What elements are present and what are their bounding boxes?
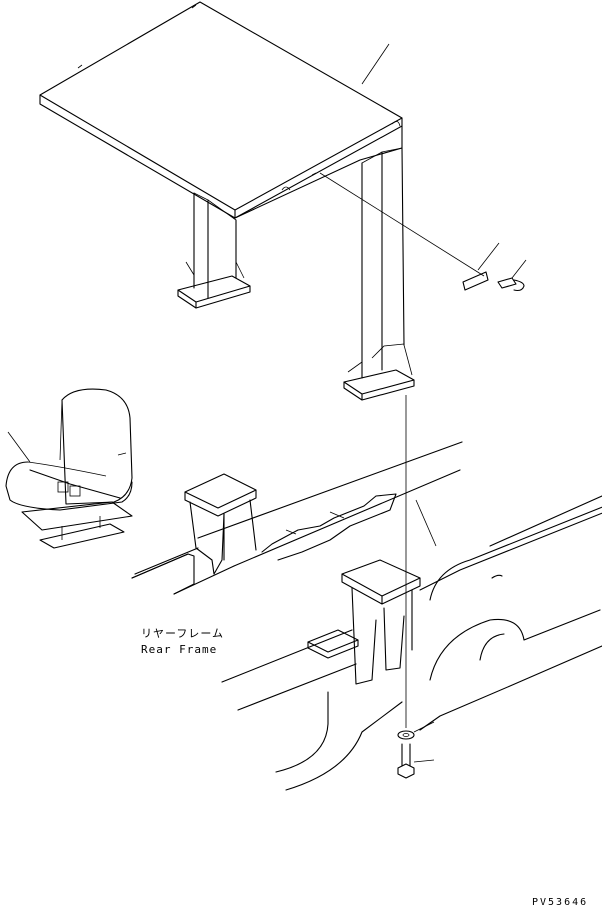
bolt-icon [397, 743, 435, 779]
rear-frame-label-en: Rear Frame [141, 643, 218, 656]
drawing-code: PV53646 [532, 897, 589, 908]
canopy-icon [39, 1, 415, 401]
rear-frame-label-jp: リヤーフレーム [141, 627, 225, 640]
rear-frame-icon [131, 441, 602, 791]
bolt-icon [497, 259, 527, 292]
mounting-bracket-icon [319, 172, 500, 291]
operator-seat-icon [5, 388, 133, 549]
